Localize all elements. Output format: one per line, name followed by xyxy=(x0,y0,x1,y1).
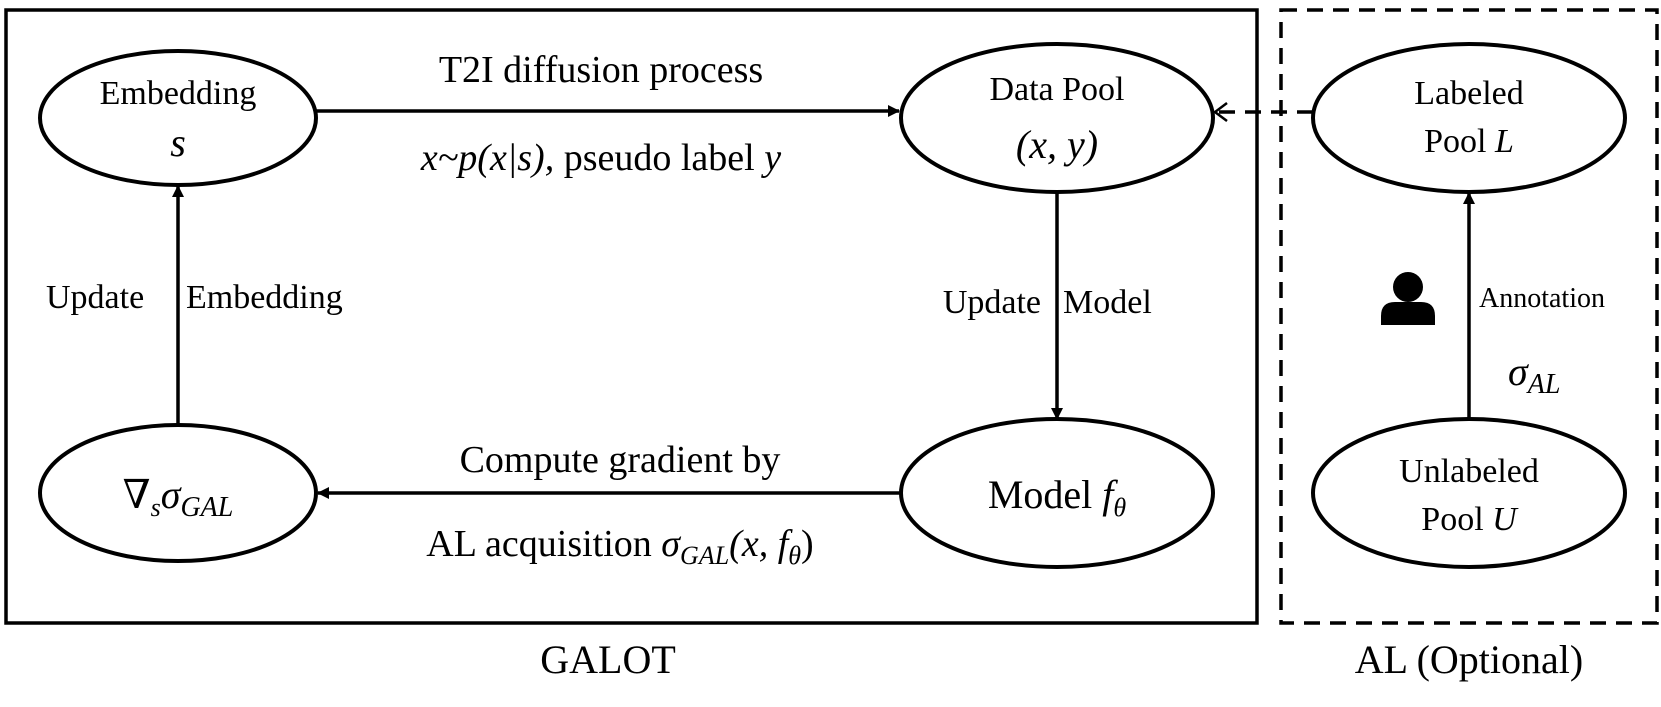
unlabeled-pool-line1: Unlabeled xyxy=(1399,453,1539,490)
unlabeled-pool-line2: Pool U xyxy=(1421,501,1519,538)
data-pool-title: Data Pool xyxy=(989,71,1124,108)
person-icon xyxy=(1381,272,1435,325)
al-optional-box xyxy=(1279,8,1659,625)
update-model-label-left: Update xyxy=(943,284,1041,321)
embedding-symbol: s xyxy=(170,120,186,165)
t2i-formula: x~p(x|s), pseudo label y xyxy=(420,137,781,179)
unlabeled-pool-node: Unlabeled Pool U xyxy=(1311,417,1627,569)
update-embedding-label-left: Update xyxy=(46,279,144,316)
data-pool-node: Data Pool (x, y) xyxy=(899,42,1215,194)
model-node: Model fθ xyxy=(899,417,1215,569)
galot-box xyxy=(4,8,1259,625)
gradient-node: ∇sσGAL xyxy=(38,423,318,563)
model-label: Model fθ xyxy=(988,472,1127,522)
embedding-title: Embedding xyxy=(100,75,257,112)
gradient-formula: ∇sσGAL xyxy=(123,472,234,523)
sigma-al-label: σAL xyxy=(1508,349,1560,400)
labeled-pool-node: Labeled Pool L xyxy=(1311,42,1627,194)
labeled-pool-line1: Labeled xyxy=(1414,75,1524,112)
al-optional-caption: AL (Optional) xyxy=(1355,637,1583,682)
t2i-label: T2I diffusion process xyxy=(439,49,763,91)
embedding-node: Embedding s xyxy=(38,49,318,187)
update-embedding-label-right: Embedding xyxy=(186,279,343,316)
annotation-label: Annotation xyxy=(1479,283,1605,314)
labeled-pool-line2: Pool L xyxy=(1424,123,1514,160)
al-acquisition-label: AL acquisition σGAL(x, fθ) xyxy=(426,523,813,570)
data-pool-symbol: (x, y) xyxy=(1016,122,1098,167)
update-model-label-right: Model xyxy=(1063,284,1152,321)
galot-caption: GALOT xyxy=(540,637,676,682)
compute-gradient-label: Compute gradient by xyxy=(460,439,781,481)
